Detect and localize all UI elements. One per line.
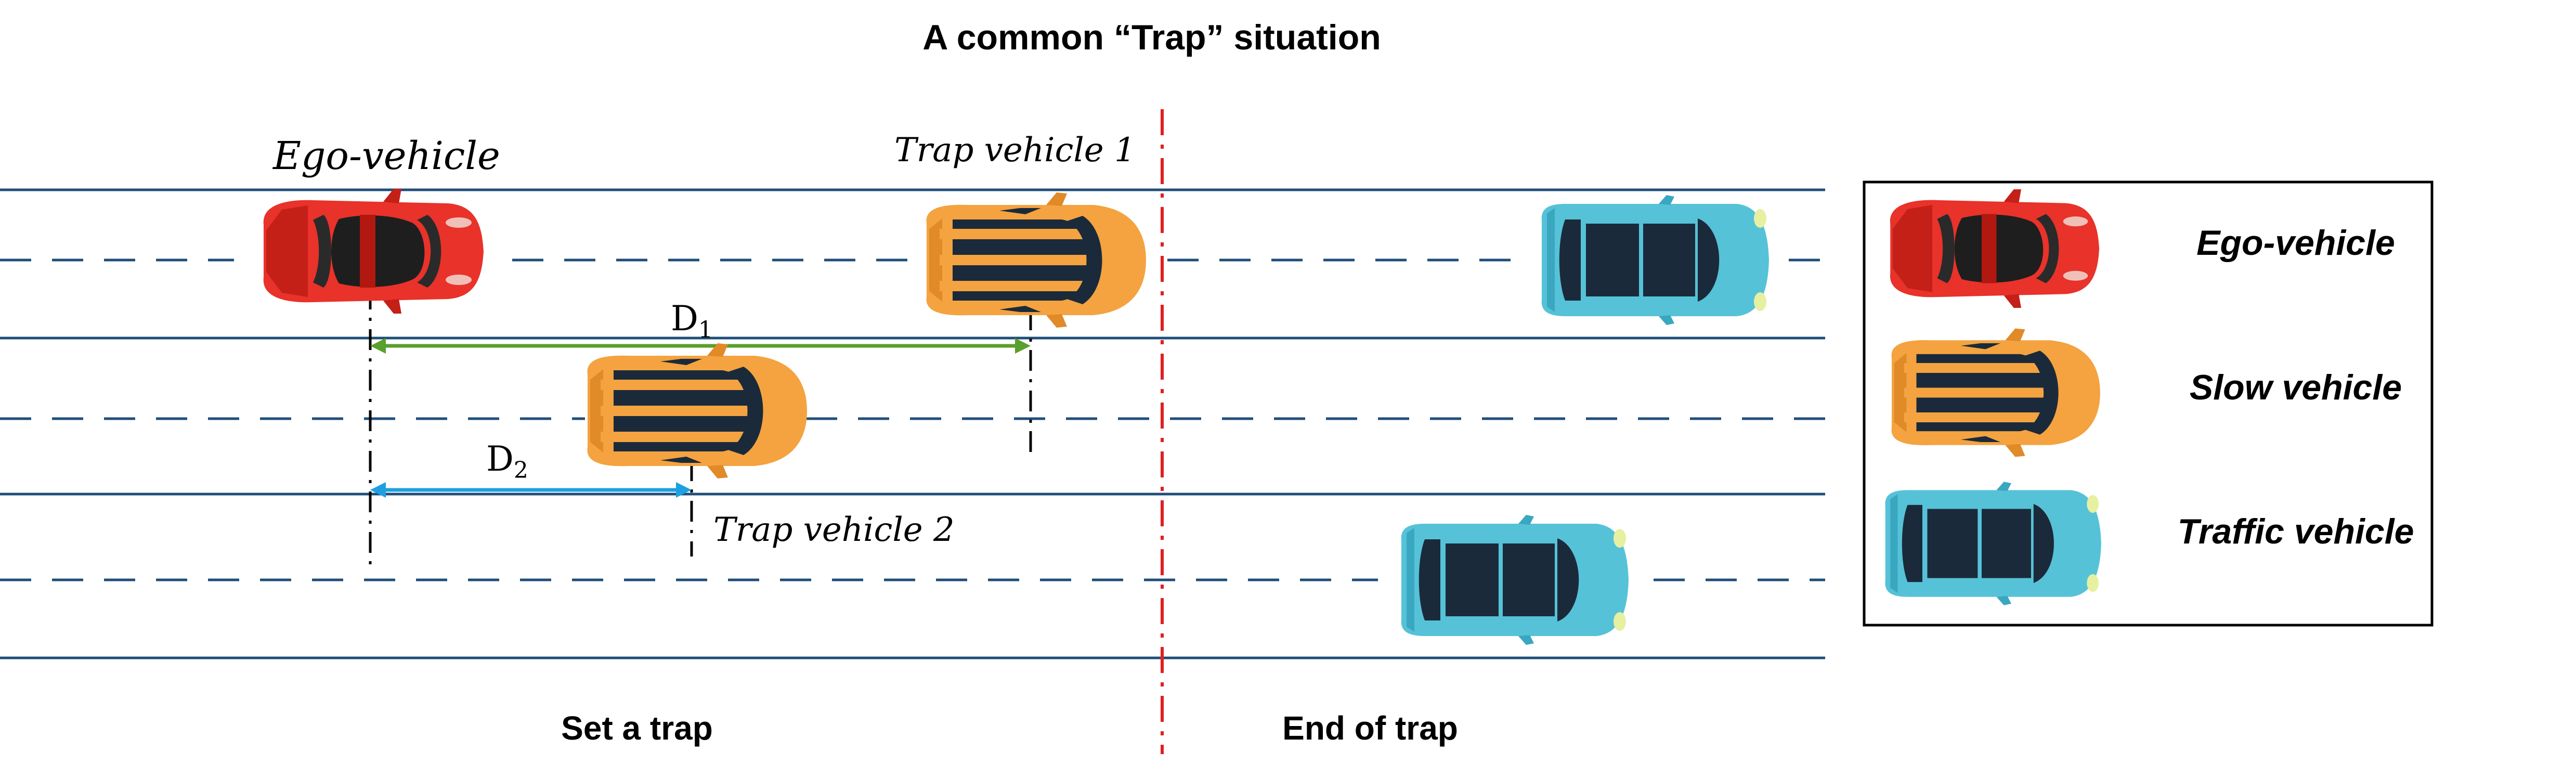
trap-vehicle-2-label: Trap vehicle 2 <box>713 511 955 549</box>
legend-traffic-label: Traffic vehicle <box>2178 512 2414 551</box>
road-dashed-lines <box>0 258 1825 581</box>
d1-label: D1 <box>671 299 713 343</box>
d2-distance-arrow <box>370 482 692 498</box>
set-a-trap-label: Set a trap <box>561 709 713 747</box>
road-solid-lines <box>0 188 1825 659</box>
trap-vehicle-1-label: Trap vehicle 1 <box>894 131 1136 170</box>
legend-slow-label: Slow vehicle <box>2190 368 2402 407</box>
reference-lines <box>369 289 1032 572</box>
d2-label: D2 <box>486 439 528 484</box>
trap-vehicle-2-car <box>587 343 807 478</box>
end-of-trap-label: End of trap <box>1282 709 1458 747</box>
legend: Ego-vehicle Slow vehicle Traffic vehicle <box>1863 180 2434 627</box>
ego-vehicle-car <box>263 189 484 314</box>
legend-traffic-icon <box>1885 482 2101 605</box>
legend-slow-icon <box>1891 328 2100 457</box>
legend-ego-label: Ego-vehicle <box>2196 223 2395 263</box>
traffic-vehicle-2-car <box>1401 515 1629 645</box>
diagram-title: A common “Trap” situation <box>922 18 1381 57</box>
traffic-vehicle-1-car <box>1541 195 1769 325</box>
d1-distance-arrow <box>370 338 1031 354</box>
trap-vehicle-1-car <box>926 192 1146 328</box>
ego-vehicle-label: Ego-vehicle <box>272 134 500 178</box>
legend-ego-icon <box>1890 189 2100 308</box>
